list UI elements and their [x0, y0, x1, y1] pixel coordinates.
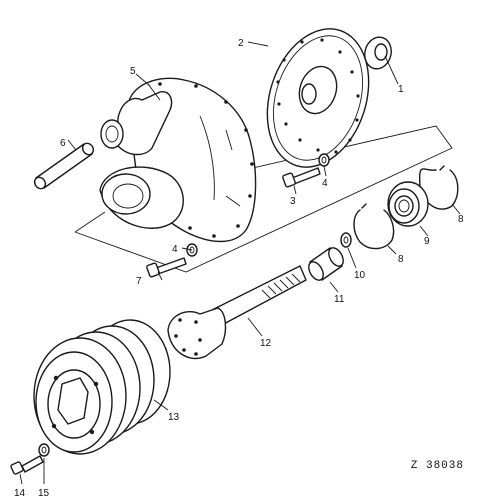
callout-11: 11 — [334, 294, 345, 305]
callout-10: 10 — [354, 270, 366, 281]
callout-14: 14 — [14, 488, 26, 499]
dowel-pin — [33, 142, 95, 190]
callout-7: 7 — [136, 276, 142, 287]
snap-ring-outer — [418, 165, 459, 210]
sleeve — [308, 247, 344, 281]
callout-8-outer: 8 — [458, 214, 464, 225]
snap-ring-inner — [353, 203, 395, 250]
drive-shaft — [167, 265, 307, 360]
callout-15: 15 — [38, 488, 50, 499]
seal-ring — [364, 36, 392, 70]
figure-reference: Z 38038 — [410, 460, 464, 472]
bearing — [387, 181, 429, 227]
lock-washer — [38, 443, 50, 457]
reference-plane — [74, 125, 453, 273]
washer-upper — [318, 153, 330, 167]
clutch-disc — [266, 28, 370, 168]
callout-4-upper: 4 — [322, 178, 328, 189]
callout-3: 3 — [290, 196, 296, 207]
callout-6: 6 — [60, 138, 66, 149]
callout-4-lower: 4 — [172, 244, 178, 255]
callout-13: 13 — [168, 412, 180, 423]
cap-screw-upper — [282, 167, 321, 188]
callout-labels: 1 2 3 4 4 5 6 7 8 8 9 10 11 12 13 14 15 — [14, 38, 464, 499]
callout-8-inner: 8 — [398, 254, 404, 265]
pulley — [33, 319, 171, 455]
screw — [10, 455, 44, 475]
spacer-ring — [340, 232, 352, 248]
housing — [99, 77, 257, 243]
callout-1: 1 — [398, 84, 404, 95]
callout-12: 12 — [260, 338, 272, 349]
callout-5: 5 — [130, 66, 136, 77]
cap-screw-lower — [146, 257, 187, 278]
leader-lines — [19, 41, 461, 485]
callout-2: 2 — [238, 38, 244, 49]
callout-9: 9 — [424, 236, 430, 247]
